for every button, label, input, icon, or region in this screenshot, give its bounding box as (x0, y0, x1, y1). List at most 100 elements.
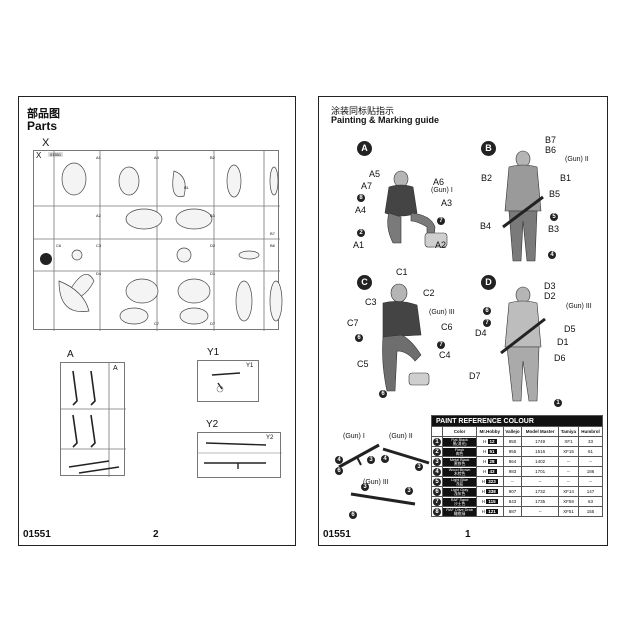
paint-col-header: Model Master (521, 426, 560, 437)
paint-color-name: Light Gray (450, 487, 469, 492)
sprue-x-corner: X (36, 151, 42, 160)
instruction-page-painting: 涂装同标贴指示 Painting & Marking guide A A5 A6… (318, 96, 608, 546)
paint-humbrol: 186 (577, 466, 604, 477)
paint-color-name-cn: 浅蓝 (455, 481, 464, 486)
paint-tamiya: XF51 (558, 506, 579, 517)
paint-color-name-cn: 木棕色 (453, 471, 466, 476)
figure-b-standing-soldier-drawing (502, 150, 544, 262)
figure-a-part: A3 (441, 198, 453, 208)
paint-color-name-cn: 沙土色 (453, 501, 466, 506)
part-label: A4 (154, 155, 159, 160)
paint-table-title: PAINT REFERENCE COLOUR (431, 415, 603, 427)
paint-reference-table: PAINT REFERENCE COLOUR Color Mr.Hobby Va… (430, 415, 604, 517)
paint-mrhobby: H 115 (476, 496, 504, 507)
paint-color-name: RAF Olive Drab (446, 507, 473, 512)
paint-humbrol: 33 (577, 436, 604, 447)
paint-mrhobby: H 43 (476, 466, 504, 477)
paint-vallejo: 955 (502, 446, 523, 457)
paint-color-name-cn: 黑(消光) (452, 441, 467, 446)
paint-humbrol: 147 (577, 486, 604, 497)
paint-callout: 6 (483, 307, 491, 315)
figure-a-part: A7 (361, 181, 373, 191)
paint-modelmaster: -- (521, 506, 560, 517)
paint-callout: 3 (415, 463, 423, 471)
sprue-a-rifles-drawing (61, 363, 126, 477)
paint-number-badge: 1 (433, 437, 442, 446)
paint-col-header: Tamiya (558, 426, 579, 437)
paint-callout: 6 (349, 511, 357, 519)
paint-callout: 7 (483, 319, 491, 327)
paint-col-header: Color (442, 426, 478, 437)
part-label: B7 (270, 231, 275, 236)
paint-color-name-cn: 黑铁色 (453, 461, 466, 466)
paint-number-badge: 5 (433, 477, 442, 486)
sprue-y2-gun-drawing (198, 442, 282, 469)
paint-color-name-cn: 浅灰色 (453, 491, 466, 496)
figure-a-part: A2 (435, 240, 447, 250)
paint-col-header: Mr.Hobby (476, 426, 504, 437)
part-label: D2 (210, 243, 216, 248)
paint-no: 3 (430, 456, 444, 467)
page-number-right: 1 (465, 529, 471, 540)
paint-vallejo: 907 (502, 486, 523, 497)
paint-color-name: Metal Black (449, 457, 470, 462)
paint-number-badge: 6 (433, 487, 442, 496)
paint-mrhobby-code: 51 (487, 449, 497, 454)
paint-modelmaster: 1735 (521, 496, 560, 507)
part-label: D4 (96, 271, 102, 276)
part-label: B3 (210, 213, 215, 218)
figure-d-gun-label: (Gun) III (566, 303, 592, 310)
sprue-y1: Y1 (197, 360, 259, 402)
paint-callout: 4 (548, 251, 556, 259)
paint-mrhobby: H 338 (476, 486, 504, 497)
part-label: B2 (210, 155, 215, 160)
figure-d-part: D7 (469, 371, 481, 381)
figure-d-part: D4 (475, 328, 487, 338)
sprue-y1-gun-drawing (211, 372, 241, 393)
figure-d-part: D3 (544, 281, 556, 291)
part-label: D1 (210, 271, 216, 276)
figure-d-part: D5 (564, 324, 576, 334)
part-label: C7 (154, 321, 160, 326)
paint-number-badge: 2 (433, 447, 442, 456)
sprue-y1-corner: Y1 (246, 363, 254, 369)
paint-tamiya: XF14 (558, 486, 579, 497)
figure-a-seated-soldier-drawing (384, 170, 448, 248)
paint-no: 2 (430, 446, 444, 457)
paint-mrhobby-code: 121 (486, 509, 498, 514)
paint-callout: 7 (437, 217, 445, 225)
paint-color-name: RAF Sand (450, 497, 469, 502)
paint-callout: 4 (381, 455, 389, 463)
figure-b-part: B3 (548, 224, 560, 234)
part-label: C3 (96, 243, 102, 248)
paint-modelmaster: 1516 (521, 446, 560, 457)
sprue-y2: Y2 (197, 432, 282, 478)
paint-color-name: Wood Brown (448, 467, 471, 472)
paint-tamiya: -- (558, 476, 579, 487)
figure-b-part: B7 (545, 135, 557, 145)
paint-callout: 4 (335, 456, 343, 464)
figure-a-part: A1 (353, 240, 365, 250)
figure-a-badge: A (357, 141, 372, 156)
paint-tamiya: XF15 (558, 446, 579, 457)
paint-vallejo: 843 (502, 496, 523, 507)
figure-d-standing-soldier-drawing (500, 286, 546, 402)
sprue-x-gate (40, 253, 52, 265)
paint-callout: 3 (361, 483, 369, 491)
paint-number-badge: 3 (433, 457, 442, 466)
part-label: D7 (210, 321, 216, 326)
sprue-y1-label: Y1 (207, 347, 220, 358)
paint-number-badge: 4 (433, 467, 442, 476)
paint-vallejo: -- (502, 476, 523, 487)
